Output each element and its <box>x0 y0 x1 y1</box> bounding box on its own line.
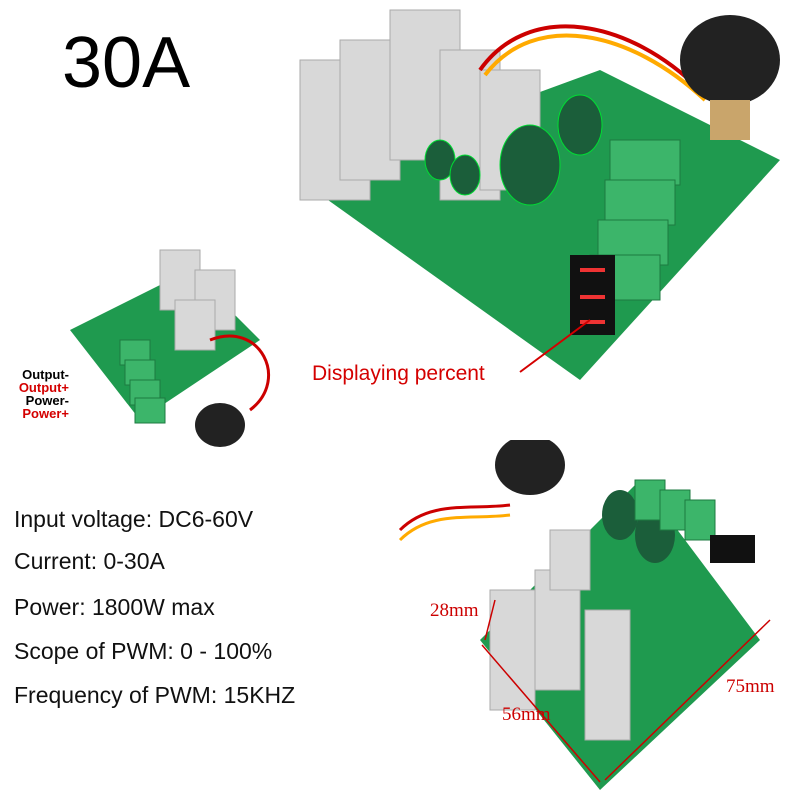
led-digits <box>580 268 605 324</box>
spec-pwm-scope: Scope of PWM: 0 - 100% <box>14 638 273 664</box>
dimension-width: 56mm <box>502 704 551 725</box>
capacitors <box>424 94 603 206</box>
terminal-labels: Output- Output+ Power- Power+ <box>14 368 69 420</box>
spec-pwm-frequency: Frequency of PWM: 15KHZ <box>14 682 296 708</box>
dimension-length: 75mm <box>726 676 775 697</box>
label-power-minus: Power- <box>25 393 69 408</box>
label-output-minus: Output- <box>22 367 69 382</box>
label-power-plus: Power+ <box>22 406 69 421</box>
dimension-height: 28mm <box>430 600 479 621</box>
dimension-board-image <box>398 440 771 790</box>
product-title: 30A <box>62 23 191 103</box>
wiring-board-image <box>70 249 270 447</box>
main-board-image <box>299 9 780 380</box>
potentiometer-knob <box>680 15 780 105</box>
label-output-plus: Output+ <box>18 380 69 395</box>
spec-current: Current: 0-30A <box>14 548 165 574</box>
spec-power: Power: 1800W max <box>14 594 215 620</box>
terminal-block <box>589 139 681 301</box>
display-callout: Displaying percent <box>312 362 485 385</box>
spec-input-voltage: Input voltage: DC6-60V <box>14 506 254 532</box>
